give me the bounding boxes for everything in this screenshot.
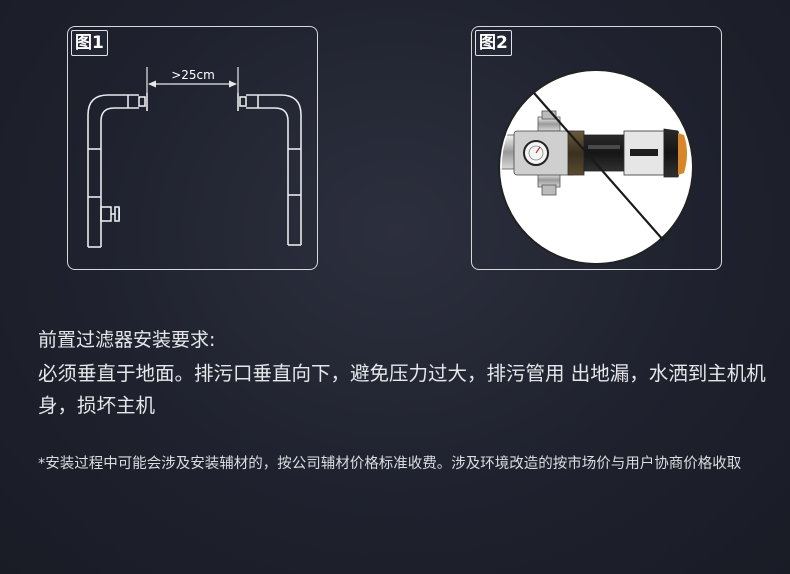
dimension-label: >25cm (171, 68, 215, 82)
dimension-arrow-right (229, 80, 237, 88)
prohibition-slash (533, 92, 665, 242)
left-valve (100, 206, 112, 222)
figure-2-label: 图2 (475, 30, 512, 56)
requirements-heading: 前置过滤器安装要求: (38, 329, 216, 351)
right-pipe-outer (246, 94, 302, 245)
dimension-arrow-left (148, 80, 156, 88)
prohibited-orientation-diagram (498, 69, 694, 265)
pipe-spacing-diagram: >25cm (87, 67, 302, 248)
left-pipe-outer (87, 94, 139, 247)
pricing-note: *安装过程中可能会涉及安装辅材的，按公司辅材价格标准收费。涉及环境改造的按市场价… (38, 456, 742, 472)
requirements-body: 必须垂直于地面。排污口垂直向下，避免压力过大，排污管用 出地漏，水洒到主机机身，… (38, 362, 766, 417)
left-pipe-connector (138, 96, 146, 107)
figure-2-panel: 图2 (471, 26, 722, 270)
horizontal-filter-image (499, 110, 687, 196)
left-pipe-inner (100, 107, 139, 247)
right-pipe-connector (239, 96, 247, 107)
right-pipe-inner (246, 107, 289, 245)
figure-1-label: 图1 (71, 30, 108, 56)
prohibition-circle (498, 69, 694, 265)
figure-1-panel: 图1 (67, 26, 318, 270)
